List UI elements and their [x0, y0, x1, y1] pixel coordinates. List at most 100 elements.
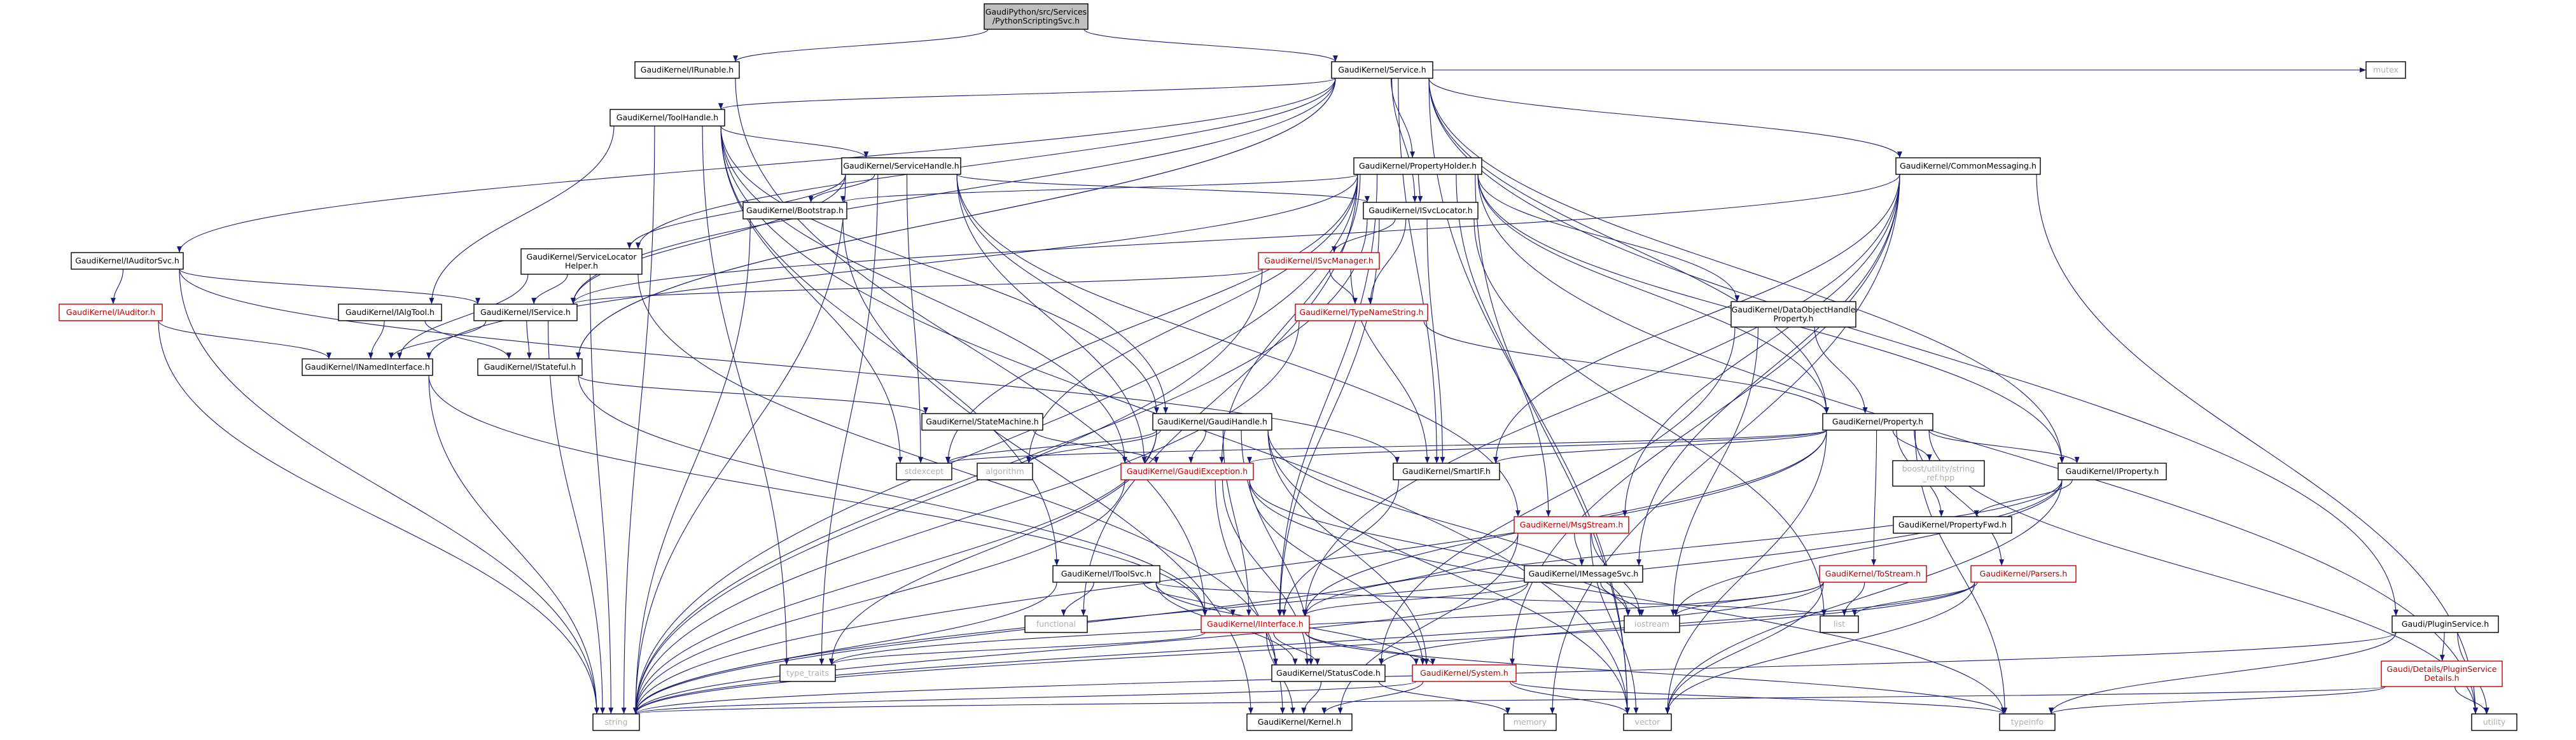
- node-typenamestring[interactable]: GaudiKernel/TypeNameString.h: [1295, 304, 1428, 321]
- edge-root-to-irunable: [733, 29, 989, 62]
- node-label: GaudiKernel/IProperty.h: [2066, 466, 2159, 476]
- edge-property-to-string: [633, 429, 1827, 715]
- node-ialgtool[interactable]: GaudiKernel/IAlgTool.h: [338, 304, 442, 321]
- edge-propertyholder-to-string: [633, 174, 1358, 715]
- node-label: GaudiKernel/Bootstrap.h: [746, 206, 844, 215]
- node-iproperty[interactable]: GaudiKernel/IProperty.h: [2057, 463, 2167, 480]
- node-box: [2365, 61, 2406, 79]
- edge-path: [1590, 533, 1639, 715]
- edge-iinterface-to-system: [1305, 632, 1436, 666]
- node-propertyholder[interactable]: GaudiKernel/PropertyHolder.h: [1353, 157, 1482, 175]
- node-statuscode[interactable]: GaudiKernel/StatusCode.h: [1271, 664, 1386, 682]
- node-itoolsvc[interactable]: GaudiKernel/IToolSvc.h: [1052, 565, 1160, 583]
- node-kernel[interactable]: GaudiKernel/Kernel.h: [1246, 713, 1353, 731]
- node-parsers[interactable]: GaudiKernel/Parsers.h: [1970, 565, 2077, 583]
- edge-service-to-propertyholder: [1390, 78, 1416, 158]
- node-box: [1393, 463, 1500, 480]
- edge-path: [1249, 479, 1631, 617]
- node-istateful[interactable]: GaudiKernel/IStateful.h: [477, 358, 583, 376]
- edge-iauditorsvc-to-iservice: [179, 269, 480, 305]
- edge-path: [1267, 429, 1430, 666]
- node-layer: GaudiPython/src/Services/PythonScripting…: [59, 3, 2517, 731]
- edge-servicelocatorhelper-to-statuscode: [637, 274, 1278, 666]
- edge-parsers-to-vector: [1665, 582, 1975, 715]
- node-msgstream[interactable]: GaudiKernel/MsgStream.h: [1514, 516, 1629, 534]
- node-bootstrap[interactable]: GaudiKernel/Bootstrap.h: [742, 202, 847, 220]
- node-isvclocator[interactable]: GaudiKernel/ISvcLocator.h: [1363, 202, 1479, 220]
- node-box: [1258, 252, 1380, 270]
- node-system[interactable]: GaudiKernel/System.h: [1412, 664, 1517, 682]
- edge-servicehandle-to-stdexcept: [906, 174, 924, 464]
- edge-path: [2036, 174, 2478, 715]
- node-label: GaudiKernel/IToolSvc.h: [1061, 569, 1152, 578]
- node-propertyfwd[interactable]: GaudiKernel/PropertyFwd.h: [1893, 516, 2012, 534]
- node-box: [1892, 460, 1985, 487]
- node-tostream[interactable]: GaudiKernel/ToStream.h: [1819, 565, 1927, 583]
- edge-inamedinterface-to-string: [428, 375, 599, 715]
- edge-property-to-smartif: [1493, 429, 1827, 464]
- edge-path: [388, 320, 487, 360]
- node-label: Property.h: [1773, 314, 1813, 323]
- node-statemachine[interactable]: GaudiKernel/StateMachine.h: [921, 413, 1043, 431]
- node-box: [977, 463, 1033, 480]
- node-imessagesvc[interactable]: GaudiKernel/IMessageSvc.h: [1524, 565, 1643, 583]
- edge-propertyholder-to-inamedinterface: [426, 174, 1358, 360]
- node-box: [1623, 713, 1672, 731]
- node-service[interactable]: GaudiKernel/Service.h: [1331, 61, 1433, 79]
- node-property[interactable]: GaudiKernel/Property.h: [1822, 413, 1933, 431]
- node-iauditor[interactable]: GaudiKernel/IAuditor.h: [59, 304, 163, 321]
- node-box: [1730, 301, 1856, 328]
- edge-system-to-kernel: [1321, 681, 1424, 715]
- node-iauditorsvc[interactable]: GaudiKernel/IAuditorSvc.h: [71, 252, 184, 270]
- node-servicehandle[interactable]: GaudiKernel/ServiceHandle.h: [841, 157, 961, 175]
- node-label: GaudiKernel/SmartIF.h: [1402, 466, 1491, 476]
- node-toolhandle[interactable]: GaudiKernel/ToolHandle.h: [609, 109, 725, 127]
- node-label: GaudiPython/src/Services: [985, 7, 1087, 17]
- edge-path: [1249, 479, 1426, 666]
- edge-root-to-service: [1083, 29, 1338, 62]
- edge-servicelocatorhelper-to-iservice: [531, 274, 568, 305]
- edge-path: [397, 274, 529, 360]
- node-box: [1246, 713, 1353, 731]
- edge-path: [1477, 174, 1829, 414]
- node-algorithm: algorithm: [977, 463, 1033, 480]
- edge-path: [179, 269, 480, 305]
- node-commonmessaging[interactable]: GaudiKernel/CommonMessaging.h: [1895, 157, 2041, 175]
- edge-path: [1914, 429, 2005, 566]
- node-isvcmanager[interactable]: GaudiKernel/ISvcManager.h: [1258, 252, 1380, 270]
- node-iostream: iostream: [1624, 615, 1680, 633]
- node-box: [1120, 463, 1254, 480]
- node-box: [2057, 463, 2167, 480]
- edge-parsers-to-string: [633, 582, 1975, 715]
- node-smartif[interactable]: GaudiKernel/SmartIF.h: [1393, 463, 1500, 480]
- node-iservice[interactable]: GaudiKernel/IService.h: [473, 304, 578, 321]
- edge-system-to-string: [633, 681, 1417, 715]
- edge-commonmessaging-to-smartif: [1493, 174, 1900, 464]
- node-label: utility: [2483, 717, 2506, 727]
- edge-service-to-smartif: [1398, 78, 1440, 464]
- edge-path: [1302, 582, 1529, 617]
- edge-path: [548, 320, 606, 715]
- edge-iproperty-to-iostream: [1673, 479, 2063, 617]
- node-pluginservice[interactable]: Gaudi/PluginService.h: [2392, 615, 2499, 633]
- edge-path: [636, 78, 1336, 249]
- edge-path: [177, 78, 1336, 253]
- node-gaudihandle[interactable]: GaudiKernel/GaudiHandle.h: [1152, 413, 1272, 431]
- node-iinterface[interactable]: GaudiKernel/IInterface.h: [1201, 615, 1310, 633]
- edge-service-to-vector: [1428, 78, 1630, 715]
- edge-toolhandle-to-stdexcept: [720, 125, 903, 464]
- edge-path: [1378, 681, 1510, 715]
- node-gaudiexception[interactable]: GaudiKernel/GaudiException.h: [1120, 463, 1254, 480]
- edge-pluginservice-to-typeinfo: [2049, 632, 2397, 715]
- node-mutex: mutex: [2365, 61, 2406, 79]
- node-box: [1999, 713, 2056, 731]
- node-inamedinterface[interactable]: GaudiKernel/INamedInterface.h: [302, 358, 433, 376]
- node-irunable[interactable]: GaudiKernel/IRunable.h: [634, 61, 740, 79]
- node-label: GaudiKernel/CommonMessaging.h: [1900, 161, 2036, 171]
- edge-property-to-parsers: [1914, 429, 2005, 566]
- node-box: [896, 463, 952, 480]
- edge-path: [1303, 479, 2063, 617]
